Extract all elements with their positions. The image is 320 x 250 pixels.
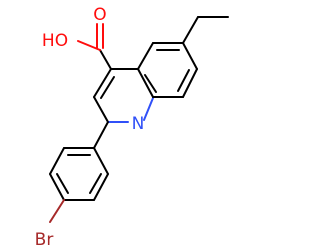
carboxyl-oxygen-label: O [93,5,106,25]
benzo-ring [137,42,198,98]
bond-c-br [49,199,65,223]
bond-c4-carboxyl [99,49,112,70]
bond-c3-c2 [93,96,109,123]
bond-c7-c8 [182,68,198,98]
nitrogen-label: N [132,114,145,134]
pyridine-ring [93,68,154,123]
bond-c4-c3 [93,68,112,98]
bond-para-meta-left [49,173,65,201]
bond-c7-c8-inner [177,69,190,92]
chemical-structure-diagram: O HO N Br [35,5,229,250]
bromine-label: Br [35,230,54,250]
bond-c6-c7 [182,42,198,70]
bond-meta-ortho-left [49,147,65,175]
carboxylic-acid-group [77,23,112,70]
bond-methyl [182,16,199,44]
bromophenyl-ring [49,121,109,223]
bond-c2-ipso [93,121,109,149]
bond-ipso-ortho-right [93,147,109,175]
bond-c4a-c8a-inner [144,74,157,93]
hydroxyl-label: HO [42,31,68,51]
bond-c4a-c8a [137,68,154,98]
bond-hydroxyl [77,40,101,51]
bond-para-meta-left-inner [56,173,69,194]
bond-ortho-meta-right [93,173,109,201]
bond-n1-c8a [143,97,154,121]
bond-c4a-c5 [137,42,154,70]
bond-c4-c3-inner [100,76,115,99]
bond-ortho-meta-right-inner [89,173,102,194]
